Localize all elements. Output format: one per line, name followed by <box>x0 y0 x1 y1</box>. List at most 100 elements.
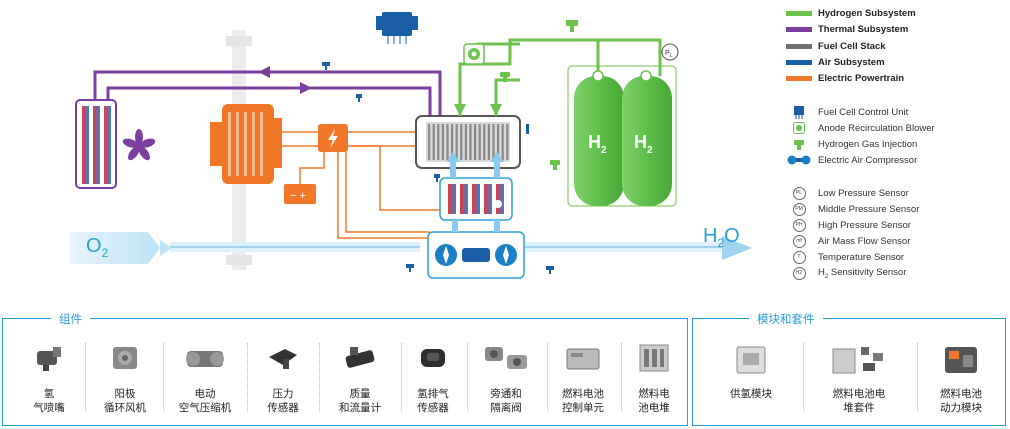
stack-fin <box>432 124 435 160</box>
hydrogen-outline-box <box>567 65 677 207</box>
divider <box>467 343 469 411</box>
svg-text:PL: PL <box>665 50 673 59</box>
component-label: 电动空气压缩机 <box>178 388 232 414</box>
thermal-swatch <box>786 26 812 32</box>
legend-hydrogen-injection: Hydrogen Gas Injection <box>786 137 917 151</box>
stack-fin <box>469 124 472 160</box>
legend-label: H2 Sensitivity Sensor <box>818 266 907 280</box>
powertrain-swatch <box>786 75 812 81</box>
power-converter <box>318 124 348 152</box>
component-label: 氢气喷嘴 <box>33 388 65 414</box>
sensor-icon: PH <box>786 218 812 232</box>
legend-label: Electric Powertrain <box>818 72 905 84</box>
legend-label: Electric Air Compressor <box>818 154 918 166</box>
divider <box>621 343 623 411</box>
component-label: 阳极循环风机 <box>104 388 146 414</box>
component-electric-air-compressor: 电动空气压缩机 <box>167 339 243 429</box>
legend-high-pressure-sensor: PH High Pressure Sensor <box>786 218 911 232</box>
modules-panel: 模块和套件 供氢模块 燃料电池电堆套件 燃料电池动力模块 <box>692 311 1006 429</box>
sensor-icon: mf <box>786 234 812 248</box>
control-unit-icon <box>786 105 812 119</box>
component-label: 质量和流量计 <box>339 388 381 414</box>
o2-label: O2 <box>86 235 109 260</box>
stack-fin <box>455 124 458 160</box>
electric-motor <box>210 104 282 184</box>
legend-air-mass-flow-sensor: mf Air Mass Flow Sensor <box>786 234 910 248</box>
humidifier <box>439 177 513 221</box>
components-panel: 组件 氢气喷嘴 阳极循环风机 电动空气压缩机 压力传感器 质量和流量计 氢排气传… <box>2 311 688 429</box>
powertrain-lines <box>282 131 440 239</box>
legend-middle-pressure-sensor: PM Middle Pressure Sensor <box>786 202 919 216</box>
legend-air-compressor: Electric Air Compressor <box>786 153 917 167</box>
legend-label: Air Mass Flow Sensor <box>818 235 911 247</box>
legend-thermal-subsystem: Thermal Subsystem <box>786 22 908 36</box>
air-flow-band <box>70 232 752 264</box>
thermal-arrow-left <box>258 66 270 78</box>
module-label: 燃料电池电堆套件 <box>832 388 886 414</box>
legend-label: Hydrogen Subsystem <box>818 7 916 19</box>
module-label: 燃料电池动力模块 <box>940 388 982 414</box>
divider <box>803 343 805 411</box>
sensor-icon: PL <box>786 186 812 200</box>
legend-label: Fuel Cell Stack <box>818 40 886 52</box>
component-pressure-sensor: 压力传感器 <box>251 339 315 429</box>
divider <box>401 343 403 411</box>
sensor-icon: T <box>786 250 812 264</box>
mass-flow-meter-photo <box>345 347 375 368</box>
stack-fin <box>474 124 477 160</box>
air-arrows-up <box>446 152 504 178</box>
legend-label: Hydrogen Gas Injection <box>818 138 918 150</box>
legend-fuel-cell-stack: Fuel Cell Stack <box>786 39 886 53</box>
legend-label: Low Pressure Sensor <box>818 187 909 199</box>
stack-fin <box>446 124 449 160</box>
pressure-sensor-photo <box>269 349 297 369</box>
injector-icon <box>786 137 812 151</box>
module-label: 供氢模块 <box>730 388 772 400</box>
stack-fin <box>497 124 500 160</box>
divider <box>547 343 549 411</box>
radiator <box>75 99 117 189</box>
sensor-icon: PM <box>786 202 812 216</box>
stack-fin <box>501 124 504 160</box>
component-mass-flow-meter: 质量和流量计 <box>323 339 397 429</box>
hydrogen-injector-photo <box>37 347 61 371</box>
stack-swatch <box>786 43 812 49</box>
radiator-fan-icon <box>122 129 156 161</box>
legend-label: Air Subsystem <box>818 56 885 68</box>
stack-fin <box>492 124 495 160</box>
component-label: 旁通和隔离阀 <box>490 388 522 414</box>
legend-label: High Pressure Sensor <box>818 219 911 231</box>
modules-panel-title: 模块和套件 <box>749 311 823 327</box>
hydrogen-supply-module-photo <box>736 346 766 374</box>
component-hydrogen-exhaust-sensor: 氢排气传感器 <box>403 339 463 429</box>
legend-air-subsystem: Air Subsystem <box>786 55 885 69</box>
electric-air-compressor <box>427 231 525 279</box>
power-module-photo <box>945 347 977 373</box>
component-fuel-cell-control-unit: 燃料电池控制单元 <box>549 339 617 429</box>
component-label: 燃料电池电堆 <box>638 388 670 414</box>
module-fuel-cell-stack-kit: 燃料电池电堆套件 <box>809 339 909 429</box>
divider <box>247 343 249 411</box>
blower-icon <box>786 121 812 135</box>
tank-1-label: H2 <box>588 132 607 156</box>
h2o-label: H2O <box>703 225 740 250</box>
stack-fin <box>441 124 444 160</box>
stack-fin <box>460 124 463 160</box>
battery: − + <box>284 184 316 204</box>
air-swatch <box>786 59 812 65</box>
control-unit-photo <box>566 348 600 370</box>
line-sensors <box>322 62 554 274</box>
legend-label: Middle Pressure Sensor <box>818 203 920 215</box>
legend-electric-powertrain: Electric Powertrain <box>786 71 904 85</box>
exhaust-sensor-photo <box>421 349 445 367</box>
legend-label: Anode Recirculation Blower <box>818 122 935 134</box>
high-pressure-sensor-icon: PL <box>661 43 679 61</box>
legend-low-pressure-sensor: PL Low Pressure Sensor <box>786 186 909 200</box>
compressor-connector <box>452 220 500 232</box>
thermal-arrow-right <box>300 82 312 94</box>
component-bypass-isolation-valve: 旁通和隔离阀 <box>469 339 543 429</box>
stack-fin <box>428 124 431 160</box>
hydrogen-tanks <box>574 70 672 206</box>
legend-hydrogen-subsystem: Hydrogen Subsystem <box>786 6 916 20</box>
component-hydrogen-injector: 氢气喷嘴 <box>19 339 79 429</box>
